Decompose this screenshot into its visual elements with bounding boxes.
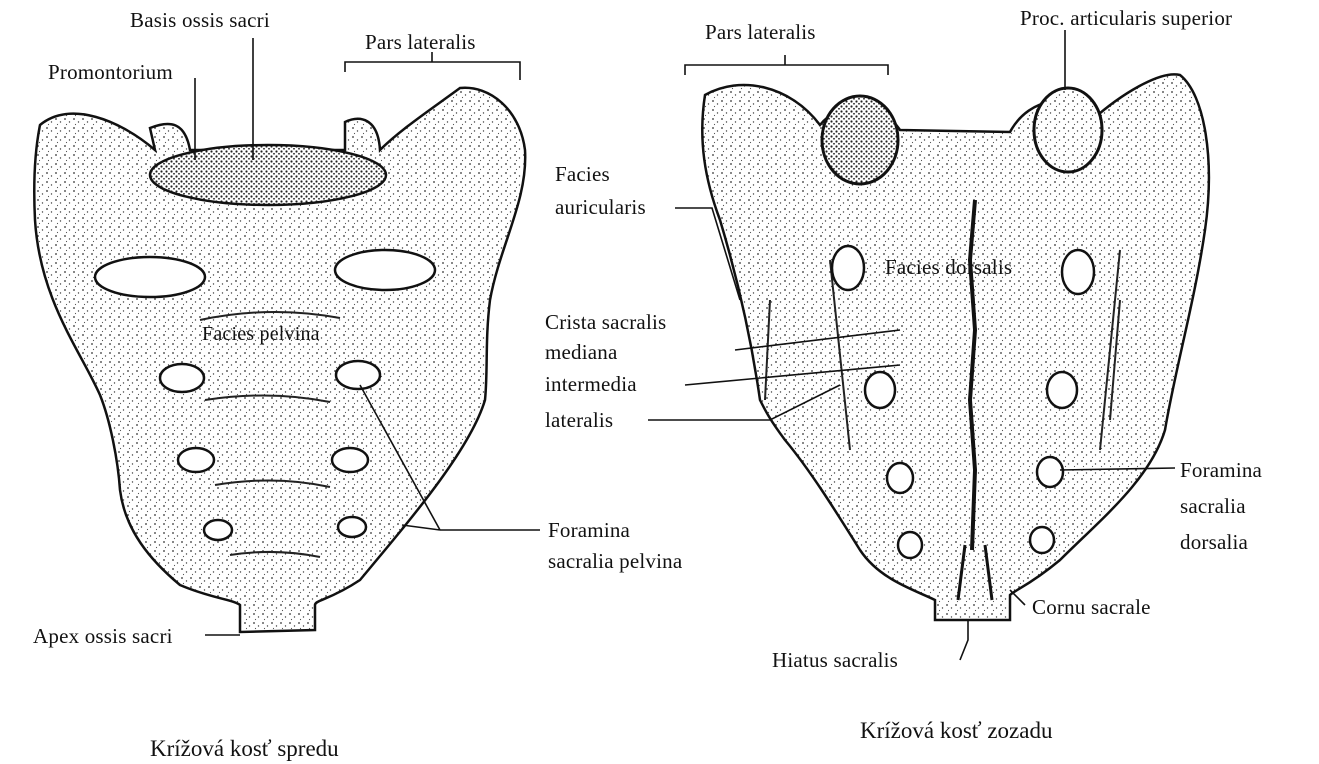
foramen-dorsale-3-right <box>1037 457 1063 487</box>
sacrum-back-view <box>648 30 1209 660</box>
label-crista-intermedia: intermedia <box>545 372 637 396</box>
label-facies-dorsalis: Facies dorsalis <box>885 255 1012 279</box>
foramen-pelvinum-1-right <box>335 250 435 290</box>
label-facies-auricularis-1: Facies <box>555 162 610 186</box>
foramen-dorsale-2-right <box>1047 372 1077 408</box>
label-hiatus-sacralis: Hiatus sacralis <box>772 648 898 672</box>
label-basis-ossis-sacri: Basis ossis sacri <box>130 8 270 32</box>
foramen-dorsale-1-left <box>832 246 864 290</box>
sacrum-back-outline <box>702 74 1209 620</box>
foramen-dorsale-4-left <box>898 532 922 558</box>
foramen-dorsale-3-left <box>887 463 913 493</box>
label-crista-mediana: mediana <box>545 340 618 364</box>
label-proc-articularis-superior: Proc. articularis superior <box>1020 6 1232 30</box>
foramen-pelvinum-4-right <box>338 517 366 537</box>
articular-process-right <box>1034 88 1102 172</box>
label-foramina-pelvina-line2: sacralia pelvina <box>548 549 682 573</box>
foramen-pelvinum-3-left <box>178 448 214 472</box>
label-foramina-dorsalia-1: Foramina <box>1180 458 1262 482</box>
label-crista-sacralis: Crista sacralis <box>545 310 666 334</box>
caption-back: Krížová kosť zozadu <box>860 718 1052 744</box>
label-facies-auricularis-2: auricularis <box>555 195 646 219</box>
foramen-dorsale-4-right <box>1030 527 1054 553</box>
caption-front: Krížová kosť spredu <box>150 736 339 762</box>
foramen-dorsale-1-right <box>1062 250 1094 294</box>
foramen-pelvinum-3-right <box>332 448 368 472</box>
articular-process-left <box>822 96 898 184</box>
basis-surface <box>150 145 386 205</box>
label-foramina-dorsalia-3: dorsalia <box>1180 530 1248 554</box>
label-apex-ossis-sacri: Apex ossis sacri <box>33 624 173 648</box>
foramen-pelvinum-2-left <box>160 364 204 392</box>
label-crista-lateralis: lateralis <box>545 408 613 432</box>
label-cornu-sacrale: Cornu sacrale <box>1032 595 1151 619</box>
foramen-pelvinum-4-left <box>204 520 232 540</box>
label-facies-pelvina: Facies pelvina <box>202 322 320 346</box>
foramen-dorsale-2-left <box>865 372 895 408</box>
foramen-pelvinum-1-left <box>95 257 205 297</box>
label-foramina-dorsalia-2: sacralia <box>1180 494 1246 518</box>
label-foramina-pelvina-line1: Foramina <box>548 518 630 542</box>
label-promontorium: Promontorium <box>48 60 173 84</box>
label-pars-lateralis-front: Pars lateralis <box>365 30 476 54</box>
foramen-pelvinum-2-right <box>336 361 380 389</box>
label-pars-lateralis-back: Pars lateralis <box>705 20 816 44</box>
